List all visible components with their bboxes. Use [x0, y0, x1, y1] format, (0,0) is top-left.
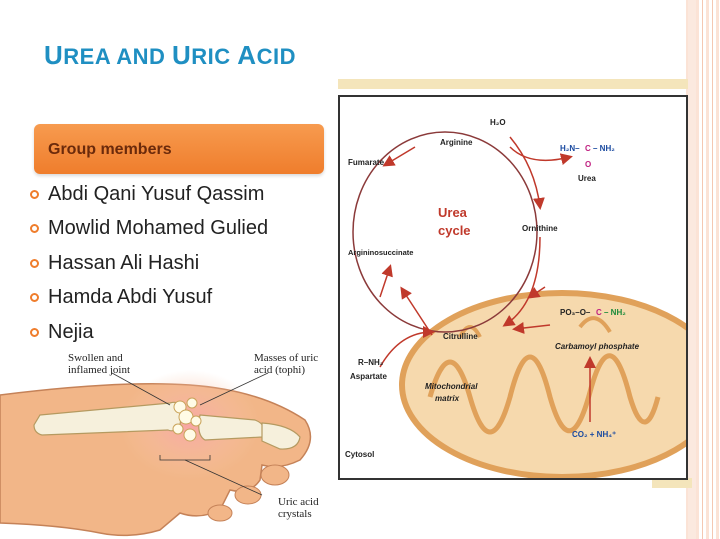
- crystals-label-2: crystals: [278, 508, 312, 520]
- mitochondrial-label-1: Mitochondrial: [425, 382, 478, 391]
- mitochondrial-label-2: matrix: [435, 394, 460, 403]
- cp-formula-left: PO₃–O–: [560, 308, 591, 317]
- urea-cycle-diagram: H₂O Arginine H₂N– C – NH₂ O Urea Fumarat…: [338, 95, 688, 480]
- aspartate-label: Aspartate: [350, 372, 387, 381]
- bullet-icon: [30, 224, 39, 234]
- h2o-label: H₂O: [490, 118, 506, 127]
- list-item: Abdi Qani Yusuf Qassim: [30, 177, 268, 212]
- bullet-icon: [30, 258, 39, 268]
- citrulline-label: Citrulline: [443, 332, 478, 341]
- urea-cycle-label-2: cycle: [438, 223, 471, 238]
- argininosuccinate-label: Argininosuccinate: [348, 248, 413, 257]
- bullet-icon: [30, 189, 39, 199]
- urea-label: Urea: [578, 174, 596, 183]
- right-stripe: [688, 0, 696, 539]
- arginine-label: Arginine: [440, 138, 473, 147]
- list-item: Mowlid Mohamed Gulied: [30, 212, 268, 247]
- cycle-ring: [352, 131, 538, 333]
- ornithine-label: Ornithine: [522, 224, 558, 233]
- toe-4: [207, 504, 233, 522]
- inflamed-area: [120, 370, 260, 480]
- arrow-ornithine: [509, 136, 545, 210]
- toe-3: [234, 485, 262, 505]
- co2-label: CO₂ + NH₄⁺: [572, 430, 616, 439]
- arrow-ornithine-in: [527, 286, 546, 299]
- list-item: Hamda Abdi Yusuf: [30, 281, 268, 316]
- bullet-icon: [30, 293, 39, 303]
- slide-title: UREA AND URIC ACID: [44, 40, 296, 70]
- urea-formula-c: C: [585, 144, 591, 153]
- fumarate-label: Fumarate: [348, 158, 385, 167]
- arrow-urea: [509, 146, 573, 166]
- bottom-accent-bar: [652, 478, 692, 488]
- urea-formula-left: H₂N–: [560, 144, 580, 153]
- urea-cycle-label-1: Urea: [438, 205, 468, 220]
- group-members-header: Group members: [34, 124, 324, 174]
- list-item: Nejia: [30, 315, 268, 350]
- arrow-fumarate: [382, 146, 416, 167]
- members-list: Abdi Qani Yusuf Qassim Mowlid Mohamed Gu…: [30, 177, 268, 350]
- r-nh2-label: R–NH₂: [358, 358, 384, 367]
- mitochondrion-shape: [399, 290, 686, 478]
- tophi-label-1: Masses of uric: [254, 352, 318, 364]
- swollen-label-2: inflamed joint: [68, 364, 130, 376]
- crystals-label-1: Uric acid: [278, 496, 319, 508]
- arrow-aspartate: [379, 326, 435, 368]
- arrow-argininosuccinate: [379, 264, 393, 298]
- toe-2: [260, 464, 290, 486]
- urea-formula-o: O: [585, 160, 591, 169]
- gout-toe-illustration: Swollen and inflamed joint Masses of uri…: [0, 345, 340, 539]
- list-item: Hassan Ali Hashi: [30, 246, 268, 281]
- carbamoyl-label: Carbamoyl phosphate: [555, 342, 640, 351]
- tophi-crystals: [172, 397, 202, 442]
- top-accent-bar: [338, 79, 688, 89]
- arrow-carbamoyl: [512, 322, 551, 334]
- bullet-icon: [30, 327, 39, 337]
- group-members-label: Group members: [48, 141, 172, 158]
- toe-bones: [33, 401, 301, 450]
- leader-tophi: [199, 372, 269, 406]
- swollen-label-1: Swollen and: [68, 352, 123, 364]
- leader-crystals: [184, 459, 263, 496]
- cp-formula-right: – NH₂: [604, 308, 626, 317]
- cytosol-label: Cytosol: [345, 450, 374, 459]
- arrow-to-argininosuccinate: [400, 286, 433, 336]
- urea-formula-right: – NH₂: [593, 144, 615, 153]
- cp-formula-c: C: [596, 308, 602, 317]
- leader-swollen: [111, 372, 171, 406]
- tophi-label-2: acid (tophi): [254, 364, 305, 376]
